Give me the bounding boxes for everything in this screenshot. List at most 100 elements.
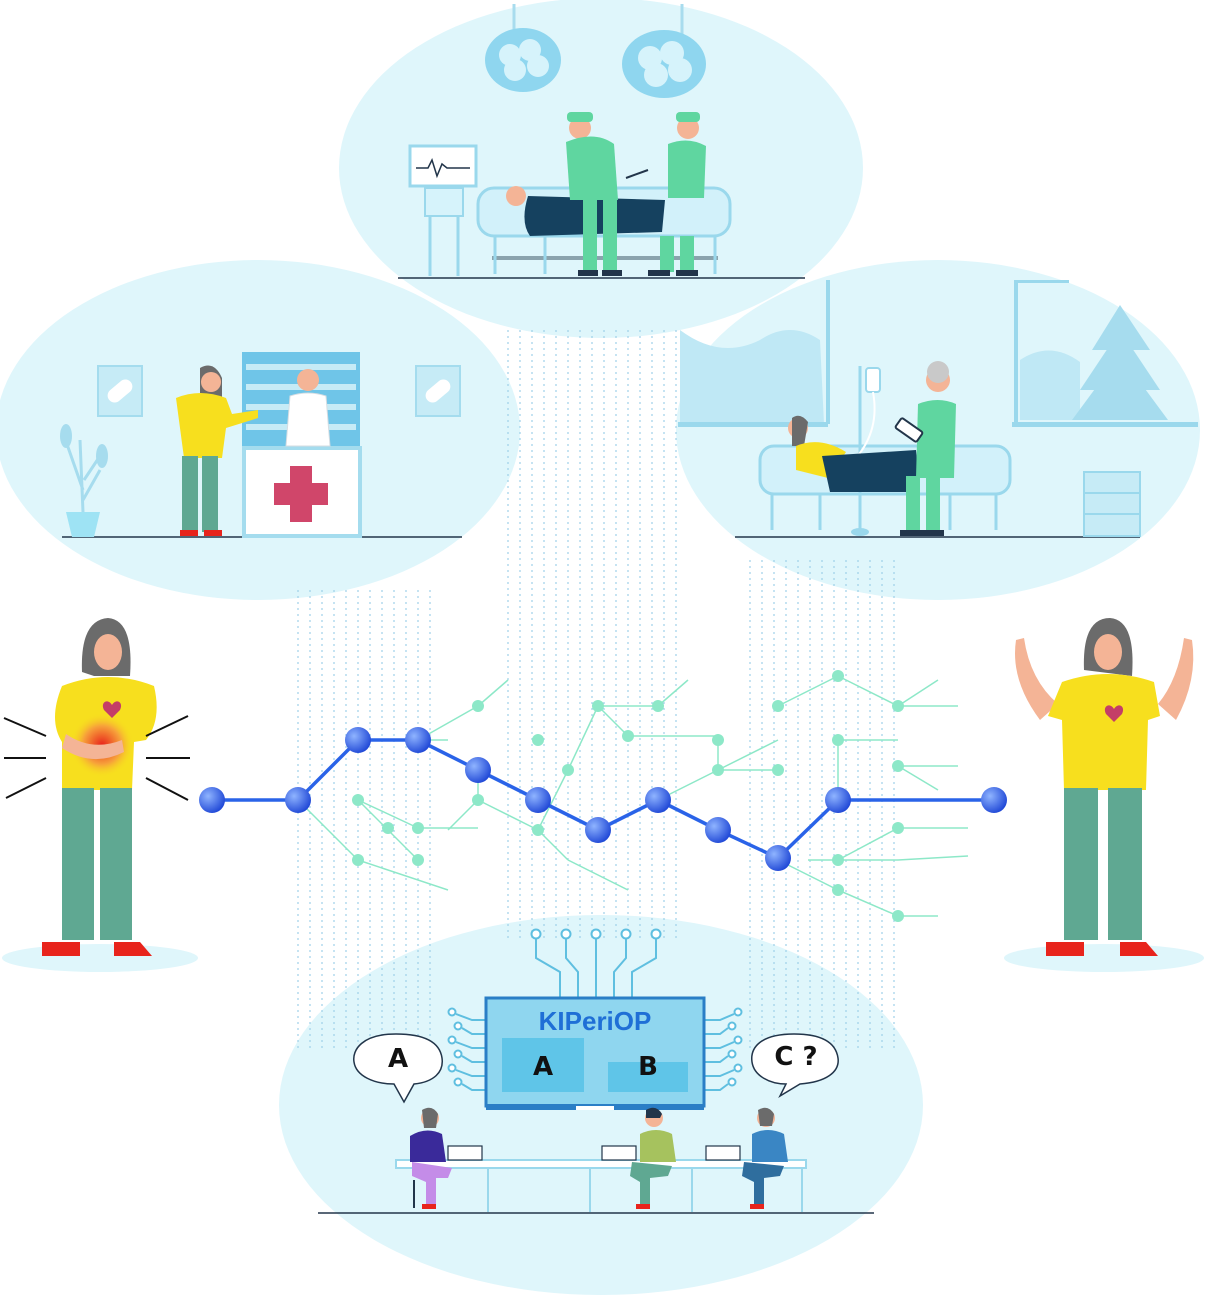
branch-node — [892, 760, 904, 772]
branch-node — [382, 822, 394, 834]
circuit-node-icon — [727, 1077, 737, 1087]
branch-line — [477, 799, 539, 831]
pathway-node — [465, 757, 491, 783]
circuit-trace — [455, 1013, 486, 1021]
branch-node — [772, 764, 784, 776]
pill-capsule-icon — [415, 365, 461, 417]
branch-node — [592, 700, 604, 712]
branch-line — [477, 679, 509, 707]
circuit-trace — [455, 1041, 486, 1049]
branch-line — [357, 859, 449, 891]
circuit-node-icon — [453, 1021, 463, 1031]
circuit-trace — [455, 1069, 486, 1077]
pathway-node — [585, 817, 611, 843]
laptop-icon — [447, 1145, 483, 1161]
branch-node — [472, 794, 484, 806]
team-member — [705, 1107, 788, 1209]
branch-line — [777, 675, 839, 707]
speech-bubble-left-text: A — [388, 1044, 408, 1074]
iv-drip-icon — [851, 366, 881, 536]
circuit-node-icon — [560, 928, 572, 940]
circuit-node-icon — [447, 1035, 457, 1045]
ward-window — [1012, 280, 1198, 427]
branch-line — [657, 679, 689, 707]
ward-scene — [678, 280, 1198, 538]
circuit-trace — [704, 1013, 735, 1021]
desk — [395, 1159, 807, 1212]
branch-line — [537, 829, 569, 861]
branch-node — [532, 824, 544, 836]
branch-line — [597, 705, 629, 737]
branch-node — [832, 854, 844, 866]
branch-line — [897, 679, 939, 707]
option-a-panel — [502, 1038, 584, 1092]
branch-node — [622, 730, 634, 742]
pathway-node — [705, 817, 731, 843]
tree-icon — [1072, 305, 1168, 420]
circuit-trace — [631, 938, 657, 998]
circuit-trace — [535, 938, 561, 998]
circuit-node-icon — [727, 1049, 737, 1059]
team-member — [601, 1107, 676, 1209]
branch-node — [712, 764, 724, 776]
circuit-node-icon — [453, 1077, 463, 1087]
patient-pathway — [199, 727, 1007, 871]
team-member — [410, 1107, 483, 1209]
pathway-line — [212, 738, 994, 860]
branch-line — [717, 739, 779, 771]
team-scene: KIPeriOP A B A C ? — [318, 928, 874, 1214]
speech-bubble-right-text: C ? — [774, 1042, 817, 1072]
branch-node — [352, 854, 364, 866]
board-title: KIPeriOP — [539, 1006, 652, 1036]
branch-node — [712, 734, 724, 746]
circuit-node-icon — [590, 928, 602, 940]
branch-node — [832, 670, 844, 682]
nurse — [894, 361, 956, 536]
circuit-node-icon — [650, 928, 662, 940]
ward-patient — [788, 415, 920, 492]
customer — [176, 365, 258, 536]
branch-node — [832, 884, 844, 896]
surgeon — [566, 112, 622, 276]
branch-node — [772, 700, 784, 712]
branch-line — [837, 889, 899, 917]
pathway-node — [345, 727, 371, 753]
operating-room-scene — [398, 4, 805, 279]
circuit-trace — [613, 938, 627, 998]
pharmacy-cross-icon — [242, 446, 362, 538]
pathway-node — [981, 787, 1007, 813]
branch-node — [412, 822, 424, 834]
circuit-node-icon — [620, 928, 632, 940]
plant — [60, 424, 108, 537]
pharmacist — [285, 369, 331, 447]
circuit-node-icon — [530, 928, 542, 940]
circuit-node-icon — [727, 1021, 737, 1031]
branch-node — [412, 854, 424, 866]
branch-line — [837, 827, 899, 861]
option-b-label: B — [638, 1052, 658, 1082]
branch-line — [537, 769, 569, 831]
branch-node — [652, 700, 664, 712]
branch-line — [357, 799, 419, 829]
ward-window — [678, 280, 830, 427]
patient-in-pain — [2, 618, 198, 972]
speech-bubble-left: A — [353, 1033, 443, 1104]
branch-node — [832, 734, 844, 746]
option-b-panel — [608, 1062, 688, 1092]
patient-recovered — [1004, 618, 1204, 972]
branch-line — [447, 799, 479, 831]
surgical-light-icon — [485, 4, 561, 92]
branch-node — [352, 794, 364, 806]
board-circuits — [447, 928, 743, 1091]
circuit-node-icon — [453, 1049, 463, 1059]
pathway-node — [405, 727, 431, 753]
bedside-cabinet — [1083, 471, 1141, 537]
circuit-node-icon — [447, 1007, 457, 1017]
pathway-node — [199, 787, 225, 813]
branch-node — [562, 764, 574, 776]
circuit-node-icon — [733, 1063, 743, 1073]
pain-burst-icon — [3, 715, 190, 801]
pathway-node — [525, 787, 551, 813]
surgical-light-icon — [622, 4, 706, 98]
